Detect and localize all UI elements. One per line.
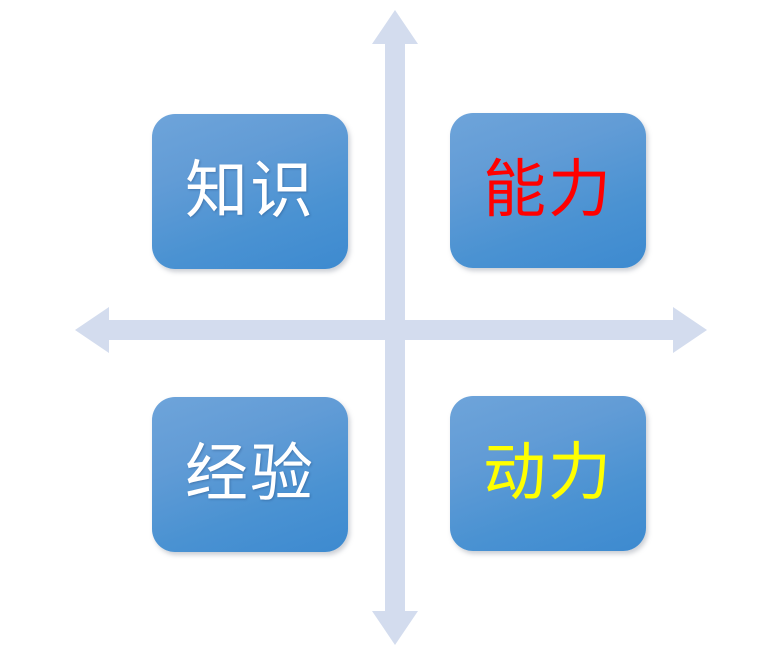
quadrant-label-bottom-right: 动力 <box>483 438 613 508</box>
arrow-left-icon <box>75 307 109 353</box>
quadrant-label-top-right: 能力 <box>483 155 613 225</box>
vertical-axis-shaft <box>385 44 405 611</box>
horizontal-axis-arrow <box>75 307 707 353</box>
quadrant-box-top-left[interactable]: 知识 <box>152 114 348 269</box>
horizontal-axis-shaft <box>109 320 673 340</box>
quadrant-label-top-left: 知识 <box>185 156 315 226</box>
quadrant-box-bottom-right[interactable]: 动力 <box>450 396 646 551</box>
arrow-right-icon <box>673 307 707 353</box>
quadrant-box-top-right[interactable]: 能力 <box>450 113 646 268</box>
arrow-down-icon <box>372 611 418 645</box>
vertical-axis-arrow <box>372 10 418 645</box>
quadrant-box-bottom-left[interactable]: 经验 <box>152 397 348 552</box>
arrow-up-icon <box>372 10 418 44</box>
quadrant-label-bottom-left: 经验 <box>185 439 315 509</box>
